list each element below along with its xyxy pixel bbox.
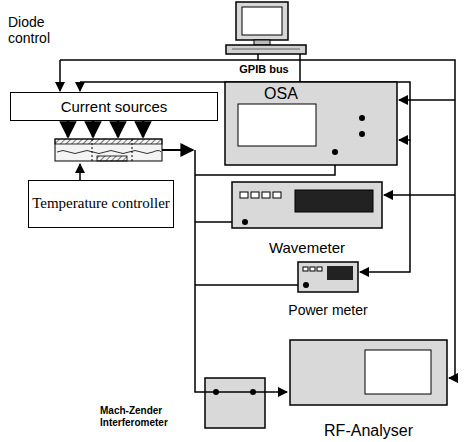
wavemeter-instrument <box>232 182 382 228</box>
mzi-component <box>205 378 265 428</box>
current-arrow <box>68 121 143 137</box>
fibre-connector <box>265 391 287 393</box>
node-label: Wavemeter <box>269 239 345 256</box>
wavemeter-box: Wavemeter <box>222 182 392 256</box>
rf-analyser-instrument <box>290 340 447 405</box>
power-meter-instrument <box>298 262 358 292</box>
node-label: Temperature controller <box>32 195 170 212</box>
current-source-box: Current sources <box>10 92 218 121</box>
node-label: Power meter <box>288 302 367 318</box>
power-meter-box: Power meter <box>262 262 394 318</box>
temperature-arrow <box>79 164 81 180</box>
node-label: OSA <box>264 85 298 103</box>
computer-icon <box>226 2 306 54</box>
node-label: Current sources <box>61 98 168 115</box>
mzi-box: Mach-Zender Interferometer <box>100 376 265 432</box>
osa-box: OSA <box>225 82 397 165</box>
node-label: RF-Analyser <box>324 422 413 440</box>
node-label: Mach-Zender Interferometer <box>100 405 198 432</box>
osa-instrument <box>225 82 397 165</box>
control-label: Diode control <box>8 14 68 46</box>
bus-label: GPIB bus <box>232 63 296 75</box>
laser-chip <box>55 139 162 161</box>
rf-analyser-box: RF-Analyser <box>288 338 449 440</box>
temperature-controller-box: Temperature controller <box>28 180 174 228</box>
